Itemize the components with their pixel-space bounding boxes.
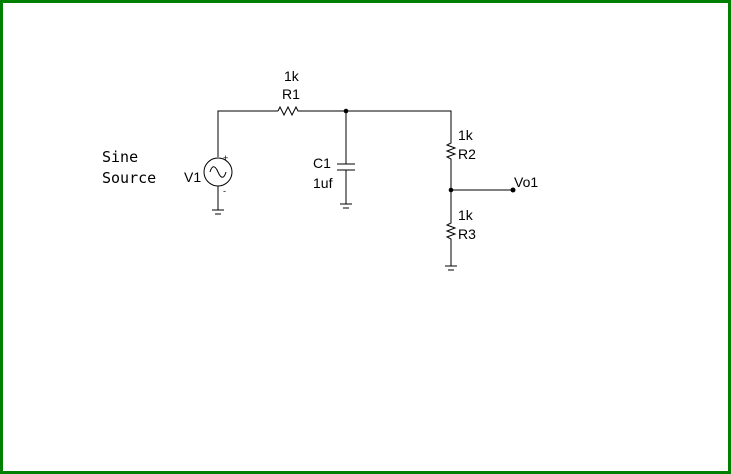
output-terminal-dot[interactable]: [510, 187, 516, 193]
wire-v1-top-to-r1[interactable]: [217, 110, 278, 150]
resistor-r1[interactable]: [277, 105, 300, 117]
c1-name-label: C1: [313, 155, 331, 171]
v1-plus-sign: +: [223, 153, 228, 163]
output-label: Vo1: [514, 174, 538, 190]
v1-minus-sign: -: [223, 186, 226, 196]
wire-node-to-r2[interactable]: [346, 110, 452, 136]
v1-name-label: V1: [184, 169, 201, 185]
voltage-source-v1[interactable]: [203, 150, 233, 188]
junction-dot-divider-node: [448, 187, 454, 193]
resistor-r2[interactable]: [445, 136, 457, 162]
r2-value-label: 1k: [458, 127, 474, 143]
r1-value-label: 1k: [284, 68, 300, 84]
resistor-r3[interactable]: [445, 216, 457, 242]
source-note-line2: Source: [102, 169, 156, 187]
r2-name-label: R2: [458, 146, 476, 162]
source-note-line1: Sine: [102, 148, 138, 166]
ground-symbol-v1: [212, 209, 224, 215]
r3-value-label: 1k: [458, 207, 474, 223]
ground-symbol-r3: [445, 265, 457, 271]
junction-dot-c1-node: [343, 108, 349, 114]
capacitor-c1[interactable]: [337, 163, 355, 171]
ground-symbol-c1: [340, 203, 352, 209]
c1-value-label: 1uf: [313, 175, 333, 191]
r3-name-label: R3: [458, 226, 476, 242]
r1-name-label: R1: [282, 86, 300, 102]
